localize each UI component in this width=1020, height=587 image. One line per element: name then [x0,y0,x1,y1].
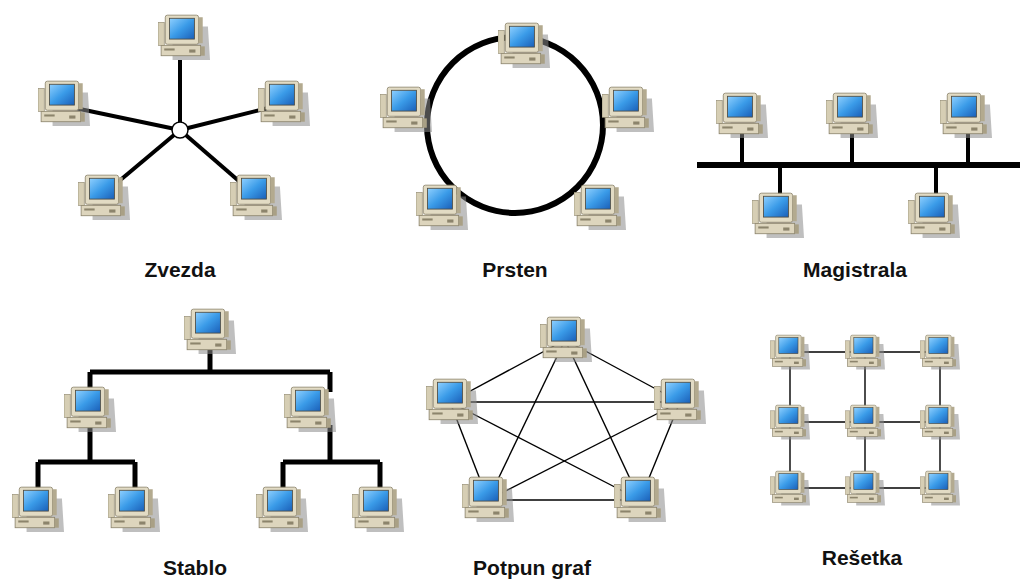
topology-label: Rešetka [822,546,903,569]
tree-lines [38,350,380,492]
mesh-links [450,340,680,500]
star-links [75,60,268,182]
computer-icons [12,15,992,532]
topology-label: Stablo [163,556,227,579]
topology-label: Prsten [482,258,547,281]
topology-label: Potpun graf [473,556,591,579]
star-hub [172,122,188,138]
bus-lines [697,130,1020,200]
topology-label: Zvezda [144,258,215,281]
grid-links [790,352,940,488]
topology-label: Magistrala [803,258,907,281]
